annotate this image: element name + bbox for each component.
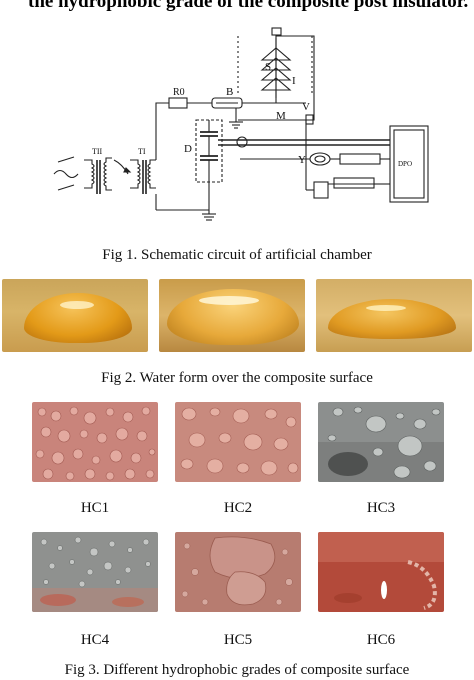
grade-label-hc2: HC2 — [223, 500, 253, 516]
grade-label-hc3: HC3 — [366, 500, 396, 516]
page-top-text: the hydrophobic grade of the composite p… — [28, 0, 469, 12]
circuit-schematic: S I R0 B V M D Y TII TI DPO — [53, 27, 429, 221]
grade-label-hc6: HC6 — [366, 632, 396, 648]
label-d: D — [184, 143, 192, 155]
hc5-photo — [175, 532, 301, 612]
hc6-photo — [318, 532, 444, 612]
transformer-tii — [84, 157, 132, 194]
label-m: M — [276, 110, 286, 122]
label-b: B — [226, 86, 233, 98]
label-r0: R0 — [173, 87, 185, 98]
water-drop-photo-3 — [316, 279, 472, 352]
water-drop-photo-1 — [2, 279, 148, 352]
fig3-caption: Fig 3. Different hydrophobic grades of c… — [64, 662, 410, 678]
label-v: V — [302, 101, 310, 113]
label-tii: TII — [92, 147, 103, 156]
grade-label-hc1: HC1 — [80, 500, 110, 516]
hc4-photo — [32, 532, 158, 612]
ac-source — [53, 156, 79, 191]
label-i: I — [292, 75, 296, 87]
hc2-photo — [175, 402, 301, 482]
transformer-ti — [130, 159, 156, 194]
label-s: S — [265, 61, 271, 73]
insulator-i — [260, 38, 292, 98]
sensor-box — [313, 181, 329, 199]
fig1-caption: Fig 1. Schematic circuit of artificial c… — [102, 247, 372, 263]
label-dpo: DPO — [398, 160, 412, 168]
current-transformer-y — [309, 152, 331, 166]
water-drop-photo-2 — [159, 279, 305, 352]
grade-label-hc4: HC4 — [80, 632, 110, 648]
label-ti: TI — [138, 147, 146, 156]
resistor-r0 — [168, 97, 188, 109]
coax-node — [236, 136, 248, 148]
dpo-box — [389, 125, 429, 203]
top-connector — [271, 27, 282, 36]
fig2-caption: Fig 2. Water form over the composite sur… — [101, 370, 373, 386]
label-y: Y — [298, 154, 306, 166]
hc3-photo — [318, 402, 444, 482]
grade-label-hc5: HC5 — [223, 632, 253, 648]
hc1-photo — [32, 402, 158, 482]
